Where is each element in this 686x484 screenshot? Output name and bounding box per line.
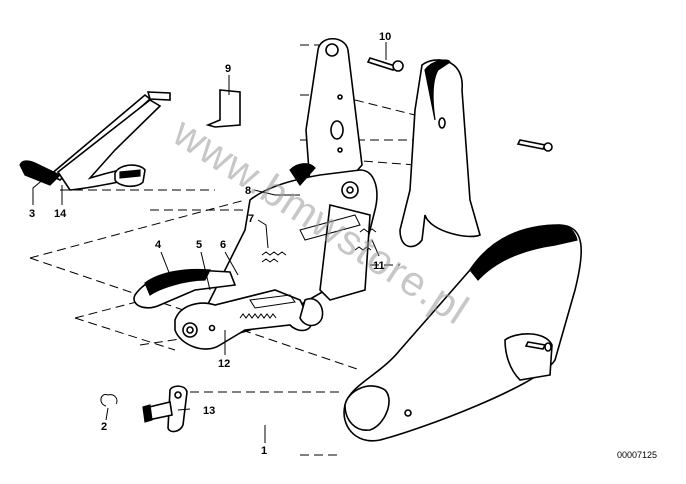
screw-10 — [366, 57, 404, 72]
label-8: 8 — [245, 185, 251, 197]
clip-9 — [205, 89, 241, 128]
springs — [239, 214, 377, 319]
label-6: 6 — [220, 239, 226, 251]
part-number-labels: 1 2 3 4 5 6 7 8 9 10 11 12 13 14 — [29, 31, 391, 457]
label-14: 14 — [54, 208, 67, 220]
bolt-right — [516, 139, 553, 352]
lever-14 — [19, 91, 171, 191]
label-10: 10 — [379, 31, 391, 43]
label-2: 2 — [101, 421, 107, 433]
seat-side-cover — [343, 224, 583, 442]
label-1: 1 — [261, 445, 267, 457]
retaining-ring-2 — [100, 394, 118, 407]
label-11: 11 — [373, 260, 385, 272]
label-5: 5 — [196, 239, 202, 251]
label-9: 9 — [225, 63, 231, 75]
label-7: 7 — [248, 213, 254, 225]
label-12: 12 — [218, 358, 230, 370]
diagram-code: 00007125 — [617, 450, 657, 460]
leader-lines — [32, 42, 387, 443]
label-4: 4 — [155, 239, 162, 251]
release-handle — [133, 268, 237, 309]
link-13 — [142, 385, 188, 433]
label-3: 3 — [29, 208, 35, 220]
hinge-arm — [399, 59, 481, 248]
label-13: 13 — [203, 405, 215, 417]
